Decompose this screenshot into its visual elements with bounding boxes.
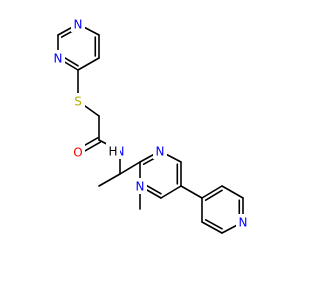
n-pyrimidine-top-1-mask (71, 16, 85, 32)
atom-label-layer: NNSONHNNN (51, 16, 250, 230)
canvas-background (0, 0, 300, 300)
bond-pyridine-5 (201, 221, 223, 234)
h-amide-mask (106, 143, 120, 159)
n-pyridine-label: N (239, 216, 248, 230)
n-pyrimidine-core-1-label: N (156, 145, 165, 159)
bond-core-pyrimidine-4 (160, 185, 182, 199)
o-carbonyl-label: O (73, 146, 82, 160)
bond-pyridine-1 (201, 185, 223, 199)
bond-methine-methyl (98, 173, 121, 187)
o-carbonyl-mask (71, 144, 85, 160)
molecule-structure: NNSONHNNN (0, 0, 300, 300)
n-pyrimidine-core-2-label: N (136, 180, 145, 194)
n-pyrimidine-top-2-mask (51, 50, 65, 66)
s-thioether-label: S (74, 95, 82, 109)
bond-top-pyrimidine-4 (77, 57, 100, 71)
bond-pyridine-double-1 (204, 189, 223, 201)
bond-methine-pyrimidine (119, 161, 141, 175)
h-amide-label: H (108, 145, 117, 159)
bond-pyrimidine-pyridine (180, 185, 203, 199)
bond-pyridine-double-3 (204, 219, 223, 230)
n-pyrimidine-top-1-label: N (74, 18, 83, 32)
s-thioether-mask (71, 93, 85, 109)
n-pyrimidine-core-2-mask (133, 178, 147, 194)
n-pyrimidine-top-2-label: N (54, 52, 63, 66)
bond-pyridine-2 (221, 185, 244, 199)
n-pyrimidine-core-1-mask (153, 143, 167, 159)
n-pyridine-mask (236, 214, 250, 230)
